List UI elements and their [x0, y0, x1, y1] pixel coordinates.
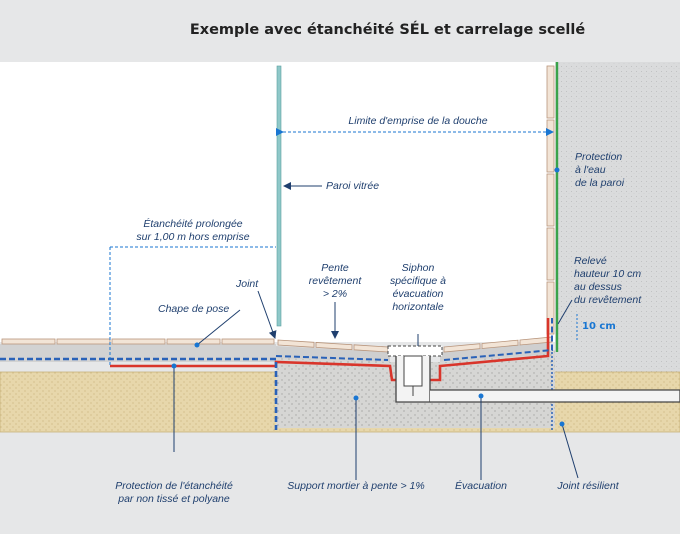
label-releve: Relevé hauteur 10 cm au dessus du revête… — [574, 255, 641, 307]
floor-tile — [1, 338, 56, 345]
floor-tile — [166, 338, 221, 345]
pipe-icon — [430, 389, 680, 403]
wall-tiles — [546, 65, 555, 335]
label-protection-paroi-line2: à l'eau — [575, 164, 606, 176]
screed-outside — [0, 344, 276, 362]
label-protection-etancheite: Protection de l'étanchéité par non tissé… — [94, 480, 254, 506]
floor-tile — [221, 338, 275, 345]
floor-tiles-outside — [1, 338, 275, 345]
wall-tile — [546, 119, 555, 173]
label-releve-line3: au dessus — [574, 281, 622, 293]
label-siphon-line2: spécifique à — [389, 275, 447, 287]
label-protection-paroi-line3: de la paroi — [575, 177, 625, 189]
pointer-lines — [173, 182, 579, 480]
right-wall — [555, 62, 680, 374]
label-etancheite: Étanchéité prolongée sur 1,00 m hors emp… — [110, 218, 276, 244]
label-protection-etancheite-line1: Protection de l'étanchéité — [115, 480, 233, 492]
floor-tile — [481, 339, 519, 349]
protection-polyane-inside — [275, 318, 553, 361]
wall-tile — [546, 281, 555, 335]
label-siphon-line4: horizontale — [392, 301, 444, 313]
label-releve-line1: Relevé — [574, 255, 607, 267]
label-joint-resilient: Joint résilient — [557, 480, 619, 492]
protection-polyane — [0, 357, 278, 430]
label-releve-line2: hauteur 10 cm — [574, 268, 642, 280]
glass-panel — [276, 65, 282, 327]
label-protection-paroi-line1: Protection — [575, 151, 623, 163]
label-paroi-vitree: Paroi vitrée — [326, 180, 380, 192]
label-joint: Joint — [236, 278, 259, 290]
label-siphon-line3: évacuation — [392, 288, 444, 300]
label-etancheite-line2: sur 1,00 m hors emprise — [136, 231, 250, 243]
wall-tile — [546, 65, 555, 119]
wall-tile — [546, 173, 555, 227]
label-protection-etancheite-line2: par non tissé et polyane — [118, 493, 230, 505]
dimension-10cm: 10 cm — [582, 321, 616, 332]
wall-tile — [546, 227, 555, 281]
diagram-title: Exemple avec étanchéité SÉL et carrelage… — [189, 22, 586, 38]
floor-tiles-inside — [277, 336, 553, 353]
label-evacuation: Évacuation — [455, 480, 507, 492]
floor-tile — [443, 343, 481, 353]
label-support: Support mortier à pente > 1% — [287, 480, 425, 492]
label-etancheite-line1: Étanchéité prolongée — [143, 218, 243, 230]
label-pente-line3: > 2% — [322, 288, 348, 300]
floor-tile — [519, 336, 553, 346]
floor-tile — [111, 338, 166, 345]
label-protection-paroi: Protection à l'eau de la paroi — [575, 151, 624, 190]
label-chape: Chape de pose — [158, 303, 230, 315]
label-pente-line1: Pente — [321, 262, 349, 274]
floor-tile — [315, 341, 353, 351]
label-pente: Pente revêtement > 2% — [298, 262, 372, 301]
label-releve-line4: du revêtement — [574, 294, 642, 306]
floor-tile — [56, 338, 111, 345]
siphon-icon — [387, 345, 443, 403]
floor-tile — [277, 339, 315, 348]
label-pente-line2: revêtement — [308, 275, 362, 287]
label-siphon-line1: Siphon — [401, 262, 435, 274]
label-siphon: Siphon spécifique à évacuation horizonta… — [376, 262, 460, 314]
label-limite: Limite d'emprise de la douche — [348, 115, 488, 127]
